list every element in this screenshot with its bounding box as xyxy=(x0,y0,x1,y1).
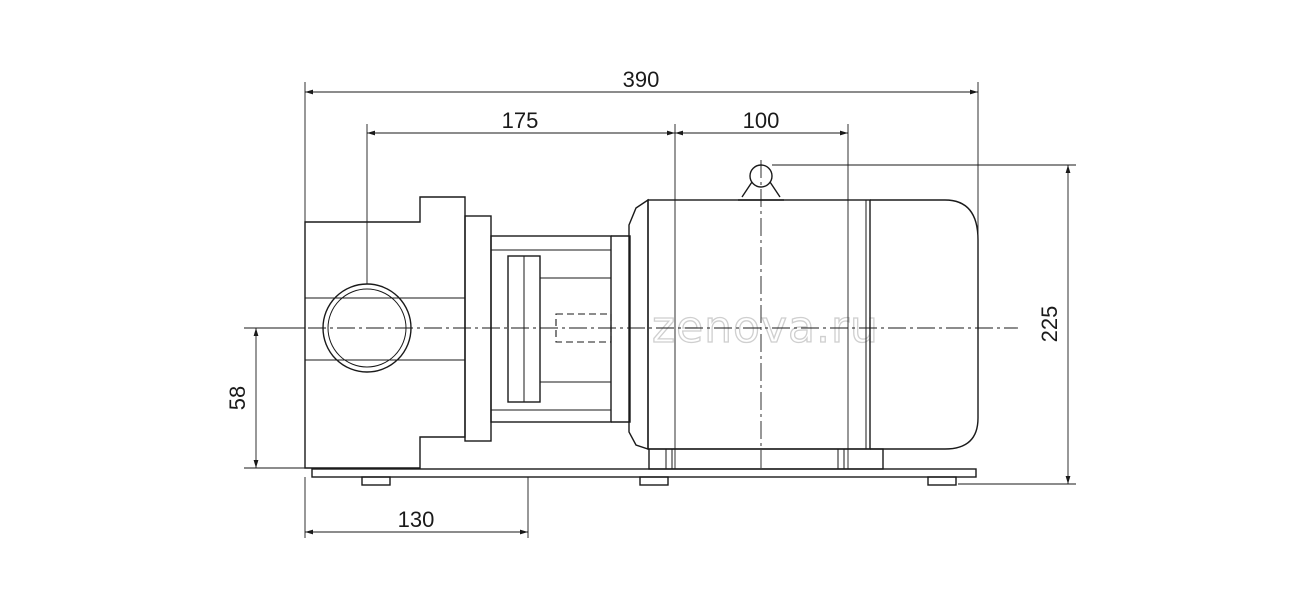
dim-225-label: 225 xyxy=(1037,306,1062,343)
dim-390-label: 390 xyxy=(623,67,660,92)
coupling-housing xyxy=(490,235,612,423)
pump-body xyxy=(304,196,466,469)
dim-100: 100 xyxy=(675,108,848,136)
motor-flange xyxy=(611,235,631,423)
dim-130: 130 xyxy=(305,507,528,535)
dim-175: 175 xyxy=(367,108,675,136)
extension-lines xyxy=(244,82,1076,538)
watermark-text: zenova.ru xyxy=(652,302,879,353)
coupling xyxy=(507,255,611,403)
dim-58: 58 xyxy=(225,328,259,468)
fan-cover xyxy=(870,199,979,450)
base-plate xyxy=(311,468,977,486)
dim-130-label: 130 xyxy=(398,507,435,532)
dim-175-label: 175 xyxy=(502,108,539,133)
pump-flange xyxy=(464,215,492,442)
dim-100-label: 100 xyxy=(743,108,780,133)
center-lines xyxy=(250,160,1018,472)
dim-58-label: 58 xyxy=(225,386,250,410)
dim-390: 390 xyxy=(305,67,978,95)
dim-225: 225 xyxy=(1037,165,1071,484)
